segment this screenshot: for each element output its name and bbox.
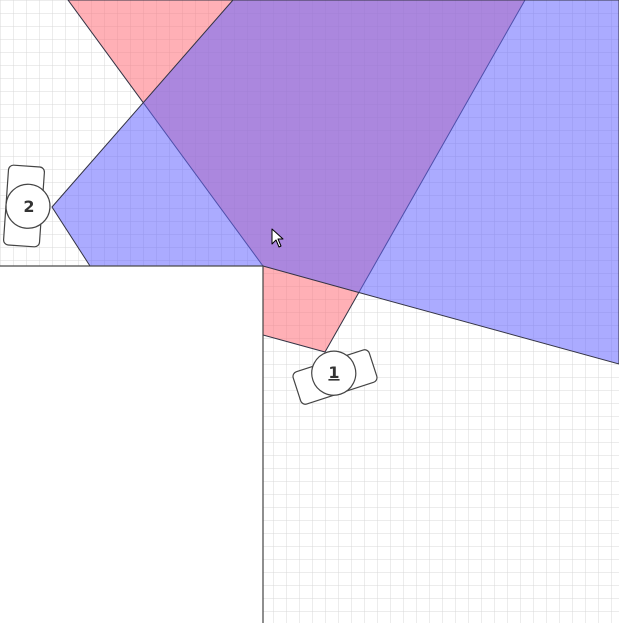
camera-lens bbox=[311, 350, 357, 396]
camera-2[interactable] bbox=[2, 164, 52, 248]
wall-block bbox=[0, 265, 264, 623]
camera-lens bbox=[5, 183, 51, 229]
camera-1-label: 1 bbox=[328, 363, 339, 382]
camera-2-label: 2 bbox=[23, 197, 34, 216]
camera-1[interactable] bbox=[289, 340, 379, 407]
mouse-pointer-icon bbox=[271, 228, 284, 248]
